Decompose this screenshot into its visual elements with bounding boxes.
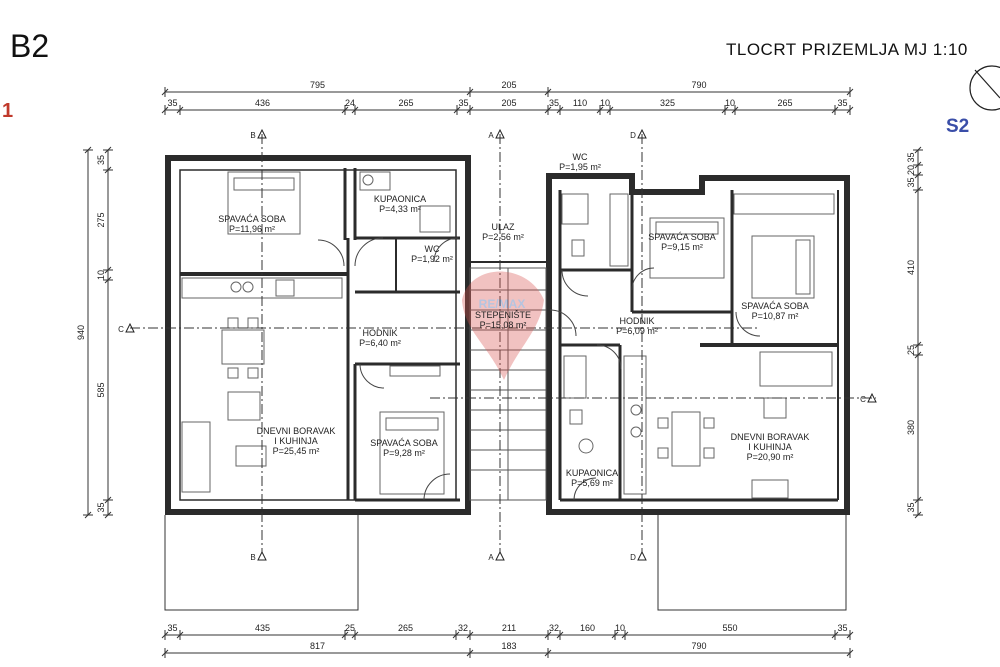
- dimension-top-part: 35: [837, 98, 847, 108]
- dimension-top-part: 265: [777, 98, 792, 108]
- section-marker-label: B: [250, 553, 255, 562]
- terraces: [164, 515, 847, 611]
- dimension-left-part: 275: [96, 212, 106, 227]
- dimension-bottom-part: 550: [722, 623, 737, 633]
- dimension-bottom-part: 211: [502, 623, 516, 633]
- room-name: SPAVAĆA SOBA: [370, 438, 438, 448]
- dimension-top-part: 265: [398, 98, 413, 108]
- room-name-line2: I KUHINJA: [748, 442, 792, 452]
- dimension-left-part: 585: [96, 382, 106, 397]
- dimension-right-part: 35: [906, 502, 916, 512]
- dimension-bottom-part: 32: [549, 623, 559, 633]
- section-marker-label: A: [488, 553, 494, 562]
- room-name: SPAVAĆA SOBA: [218, 214, 286, 224]
- dimension-bottom-part: 32: [458, 623, 468, 633]
- remax-watermark: RE/MAX: [462, 271, 544, 380]
- side-label-right: S2: [946, 116, 970, 137]
- dimension-bottom-total: 183: [501, 641, 516, 651]
- doors: [317, 237, 761, 501]
- dimension-top-part: 325: [660, 98, 675, 108]
- dimension-bottom-part: 160: [580, 623, 595, 633]
- room-area: P=2,56 m²: [482, 232, 524, 242]
- side-label-left: 1: [2, 100, 14, 122]
- dimension-bottom-total: 790: [691, 641, 706, 651]
- dimension-top-part: 205: [501, 98, 516, 108]
- north-arrow-icon: [969, 65, 1000, 111]
- dimension-bottom-part: 35: [167, 623, 177, 633]
- room-area: P=9,28 m²: [383, 448, 425, 458]
- room-area: P=20,90 m²: [747, 452, 794, 462]
- room-name: HODNIK: [619, 316, 654, 326]
- room-name: WC: [573, 152, 588, 162]
- room-area: P=4,33 m²: [379, 204, 421, 214]
- dimension-top-total: 205: [501, 80, 516, 90]
- section-marker-label: D: [630, 131, 636, 140]
- dimension-bottom-part: 10: [615, 623, 625, 633]
- dimension-right-part: 20: [906, 165, 916, 175]
- dimension-top-part: 35: [458, 98, 468, 108]
- dimension-right-part: 410: [906, 260, 916, 275]
- section-marker-label: A: [488, 131, 494, 140]
- section-marker-label: D: [630, 553, 636, 562]
- room-name: WC: [425, 244, 440, 254]
- dimension-bottom-part: 265: [398, 623, 413, 633]
- dimension-right-part: 25: [906, 345, 916, 355]
- dimension-right-part: 380: [906, 420, 916, 435]
- room-area: P=6,09 m²: [616, 326, 658, 336]
- room-name: HODNIK: [362, 328, 397, 338]
- room-area: P=5,69 m²: [571, 478, 613, 488]
- dimension-top-part: 24: [345, 98, 355, 108]
- room-name: DNEVNI BORAVAK: [257, 426, 336, 436]
- room-area: P=15,08 m²: [480, 320, 527, 330]
- room-name: KUPAONICA: [566, 468, 618, 478]
- dimension-chains: 795 205 790 35 436 24 265 35 205 35 110 10 325 10 265 3…: [76, 80, 923, 658]
- room-area: P=6,40 m²: [359, 338, 401, 348]
- dimension-left-part: 35: [96, 502, 106, 512]
- dimension-bottom-part: 25: [345, 623, 355, 633]
- dimension-bottom-part: 35: [837, 623, 847, 633]
- room-name: SPAVAĆA SOBA: [741, 301, 809, 311]
- room-name: KUPAONICA: [374, 194, 426, 204]
- section-marker-label: C: [118, 325, 124, 334]
- section-marker-label: B: [250, 131, 255, 140]
- dimension-left-part: 10: [96, 270, 106, 280]
- dimension-bottom-part: 435: [255, 623, 270, 633]
- room-name: ULAZ: [491, 222, 515, 232]
- room-name: DNEVNI BORAVAK: [731, 432, 810, 442]
- dimension-top-part: 436: [255, 98, 270, 108]
- dimension-top-part: 35: [549, 98, 559, 108]
- section-markers: B B A A D D C C: [118, 128, 877, 562]
- dimension-right-part: 35: [906, 177, 916, 187]
- dimension-top-part: 110: [573, 98, 587, 108]
- watermark-text: RE/MAX: [479, 297, 526, 311]
- room-name: STEPENIŠTE: [475, 310, 531, 320]
- staircase: [469, 267, 547, 501]
- room-area: P=11,96 m²: [229, 224, 275, 234]
- dimension-top-total: 790: [691, 80, 706, 90]
- room-area: P=9,15 m²: [661, 242, 703, 252]
- room-area: P=1,92 m²: [411, 254, 453, 264]
- room-name: SPAVAĆA SOBA: [648, 232, 716, 242]
- dimension-top-part: 10: [600, 98, 610, 108]
- plan-title: TLOCRT PRIZEMLJA MJ 1:10: [726, 40, 968, 59]
- walls: [165, 155, 850, 515]
- dimension-top-part: 35: [167, 98, 177, 108]
- dimension-right-part: 35: [906, 152, 916, 162]
- room-area: P=10,87 m²: [752, 311, 799, 321]
- section-lines: [130, 134, 876, 552]
- dimension-left-total: 940: [76, 325, 86, 340]
- room-name-line2: I KUHINJA: [274, 436, 318, 446]
- dimension-bottom-total: 817: [310, 641, 325, 651]
- building-label: B2: [10, 28, 50, 64]
- room-area: P=1,95 m²: [559, 162, 601, 172]
- dimension-left-part: 35: [96, 155, 106, 165]
- dimension-top-total: 795: [310, 80, 325, 90]
- section-marker-label: C: [860, 395, 866, 404]
- dimension-top-part: 10: [725, 98, 735, 108]
- room-area: P=25,45 m²: [273, 446, 320, 456]
